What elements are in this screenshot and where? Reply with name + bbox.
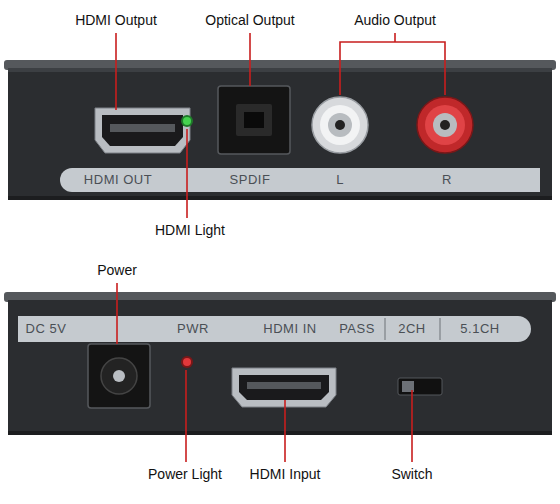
panel-marking: HDMI OUT <box>84 172 152 188</box>
callout-label: Switch <box>391 466 432 483</box>
panel-marking: SPDIF <box>230 172 271 188</box>
panel-marking: DC 5V <box>26 321 67 337</box>
bottom-panel <box>4 292 556 435</box>
panel-marking: PWR <box>177 321 209 337</box>
callout-label: Power Light <box>148 466 222 483</box>
callout-label: HDMI Output <box>75 12 157 29</box>
panel-marking: R <box>442 172 452 188</box>
panel-marking: PASS <box>339 321 375 337</box>
callout-label: HDMI Light <box>155 222 225 239</box>
callout-label: Power <box>97 262 137 279</box>
callout-label: Optical Output <box>205 12 295 29</box>
panel-marking: 2CH <box>398 321 426 337</box>
panel-marking: L <box>336 172 344 188</box>
callout-label: Audio Output <box>354 12 436 29</box>
panel-marking: HDMI IN <box>263 321 316 337</box>
top-panel <box>4 60 556 200</box>
leader-lines <box>116 33 445 462</box>
callout-label: HDMI Input <box>250 466 321 483</box>
panel-marking: 5.1CH <box>460 321 499 337</box>
